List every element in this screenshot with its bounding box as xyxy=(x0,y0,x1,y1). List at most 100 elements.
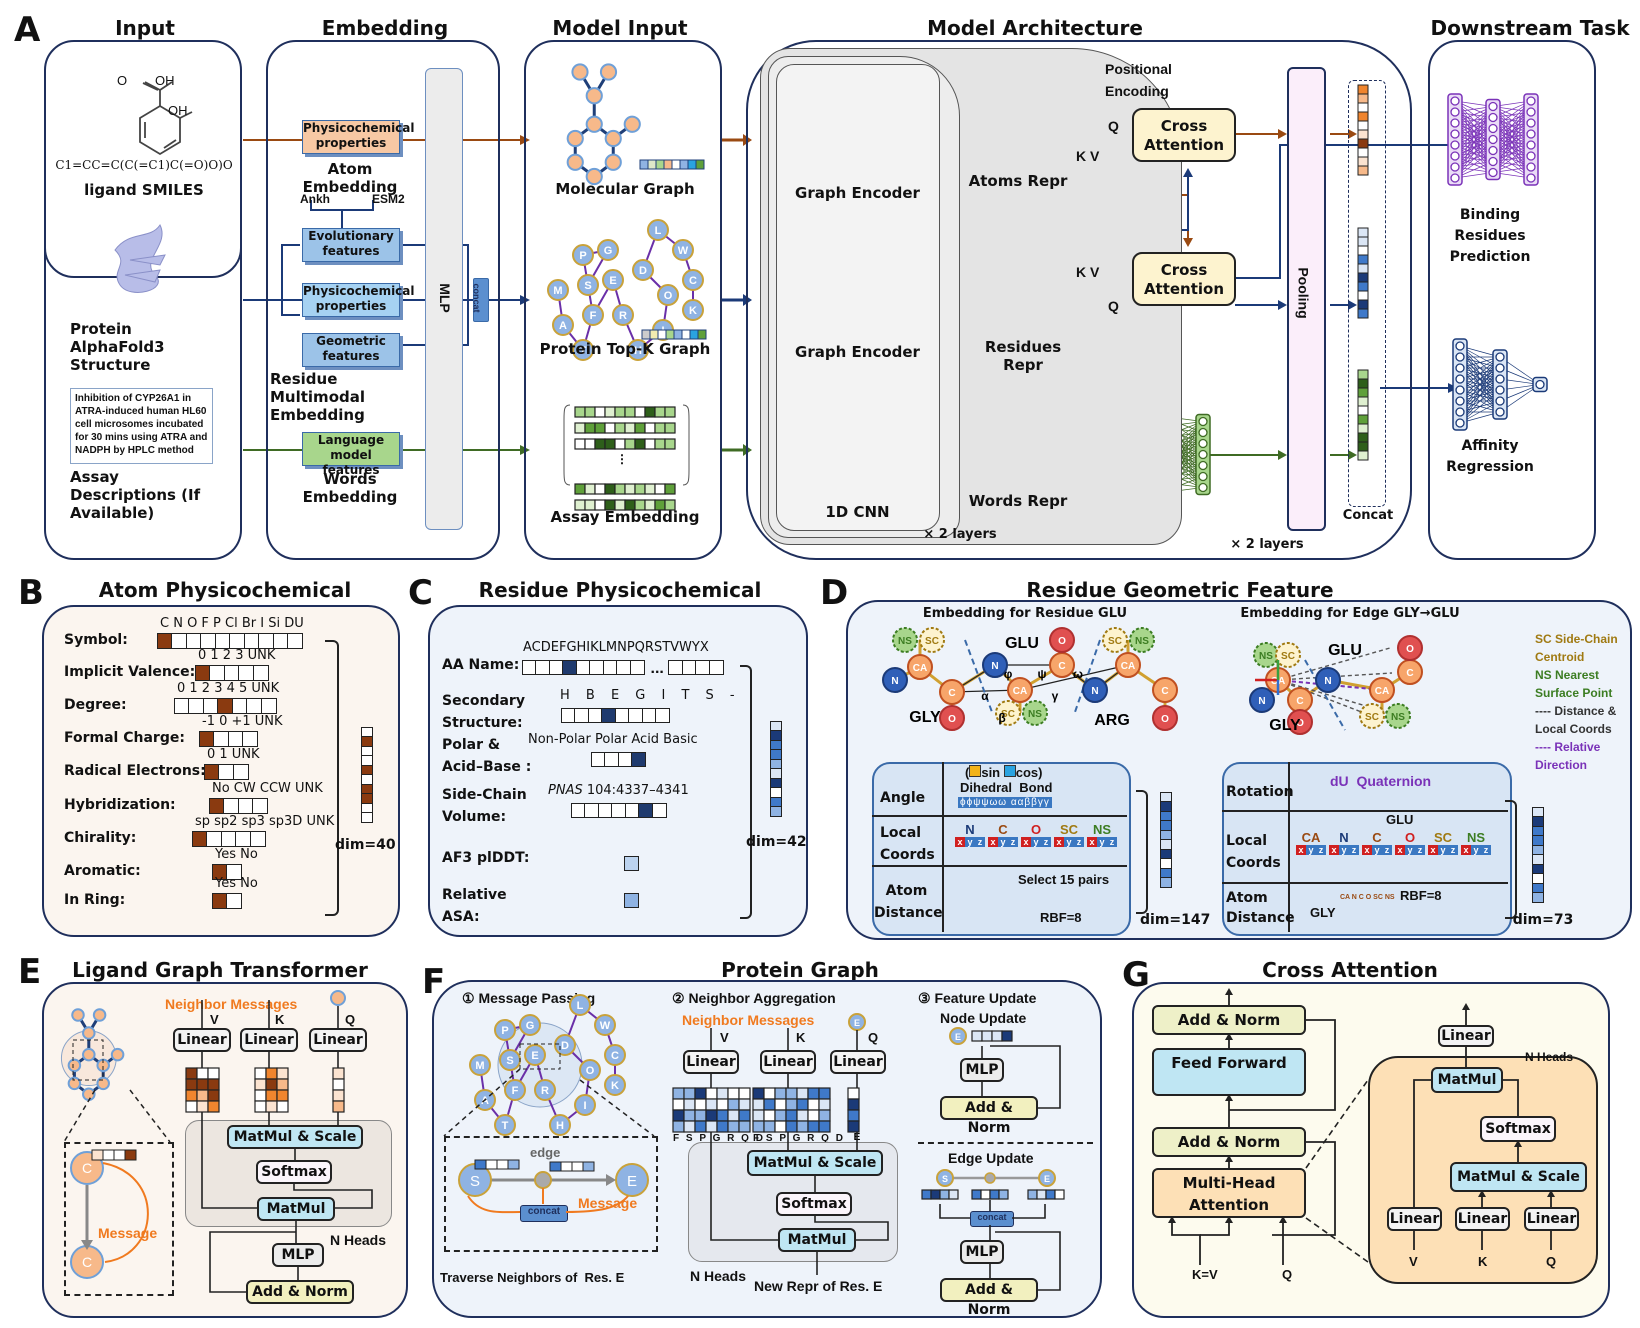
vector-cell xyxy=(1160,877,1172,888)
residue-node xyxy=(672,239,694,261)
edge-geometry-vector xyxy=(1532,806,1544,903)
molecular-graph-label: Molecular Graph xyxy=(555,180,695,198)
residue-letter: S xyxy=(506,1055,513,1067)
kv-label-1: K V xyxy=(1076,148,1100,164)
residue-letter: E xyxy=(1044,1174,1050,1184)
atom-label: C xyxy=(82,1160,92,1176)
cross-attention-protein-block: Cross Attention xyxy=(1132,252,1236,306)
coord-component: y xyxy=(1405,845,1415,855)
neuron xyxy=(1526,107,1536,117)
panel-b-letter: B xyxy=(18,573,44,613)
traverse-label: Traverse Neighbors of Res. E xyxy=(440,1270,625,1285)
one-hot-cell xyxy=(249,831,266,847)
atom-o xyxy=(939,705,965,731)
k-label-e: K xyxy=(275,1012,285,1027)
neuron xyxy=(1198,471,1208,482)
matmul-scale-block-f: MatMul & Scale xyxy=(747,1150,883,1176)
coord-component: y xyxy=(965,837,975,847)
residue-letter: W xyxy=(600,1020,611,1032)
message-feature-cell xyxy=(124,1149,137,1161)
mol-atom-oh2: OH xyxy=(168,103,188,118)
atom-label: NS xyxy=(1391,712,1405,723)
residue-letter: O xyxy=(586,1065,595,1077)
ellipsis: ... xyxy=(650,660,664,677)
flow-line xyxy=(209,1231,296,1293)
residue-geometry-dim-label: dim=147 xyxy=(1140,912,1211,928)
legend-item: NS Nearest Surface Point xyxy=(1535,668,1613,700)
atom-label: O xyxy=(1161,714,1169,725)
atom-o xyxy=(1287,709,1313,735)
atom-label: O xyxy=(1296,718,1304,729)
atom-label: O xyxy=(948,714,956,725)
section-model-arch-title: Model Architecture xyxy=(927,16,1143,40)
flow-line xyxy=(1200,1218,1230,1236)
feature-cell xyxy=(697,329,707,340)
atom-property-label: Implicit Valence: xyxy=(64,664,196,680)
one-hot-cell xyxy=(623,856,639,871)
arrowhead xyxy=(1225,988,1233,995)
atom-node xyxy=(82,1026,96,1040)
neuron xyxy=(1488,101,1498,112)
neuron xyxy=(1455,341,1465,351)
coord-component: y xyxy=(1064,837,1074,847)
flow-line xyxy=(1229,1019,1336,1111)
edge-update-label: Edge Update xyxy=(948,1150,1034,1166)
neuron xyxy=(1535,379,1545,390)
neuron xyxy=(1455,374,1465,384)
edge-feature-cell xyxy=(582,1161,595,1172)
node-e2 xyxy=(1038,1169,1056,1187)
softmax-block-f: Softmax xyxy=(776,1192,852,1216)
one-hot-vector: ... xyxy=(521,660,724,678)
atom-label: SC xyxy=(1365,712,1379,723)
atom-embedding-label: Atom Embedding xyxy=(302,160,398,196)
input-panel-lower xyxy=(44,230,242,560)
table-divider xyxy=(1222,882,1508,884)
coord-component: z xyxy=(1481,845,1491,855)
one-hot-vector xyxy=(590,752,646,767)
one-hot-vector xyxy=(203,764,249,780)
vector-cell xyxy=(1532,892,1544,903)
linear-v-block-g: Linear xyxy=(1387,1207,1442,1231)
matmul-scale-block-e: MatMul & Scale xyxy=(227,1125,363,1149)
neuron xyxy=(1495,352,1505,362)
linear-k-block-g: Linear xyxy=(1455,1207,1510,1231)
residue-letter: S xyxy=(942,1174,948,1184)
residue-property-label: Secondary Structure: xyxy=(442,693,525,731)
distance-line xyxy=(1277,679,1373,717)
feature-cell xyxy=(695,159,705,170)
node-e xyxy=(949,1027,967,1045)
atom-label: N xyxy=(1258,696,1265,707)
angle-symbol: φ xyxy=(1004,667,1013,681)
atom-property-label: Radical Electrons: xyxy=(64,763,206,779)
one-hot-vector xyxy=(208,798,268,814)
coord-component: z xyxy=(1382,845,1392,855)
kv-input-label-g: K=V xyxy=(1192,1267,1218,1282)
atom-property-label: Symbol: xyxy=(64,632,128,648)
node-e-detail xyxy=(615,1163,649,1197)
mol-atom-o: O xyxy=(117,73,128,88)
bracket xyxy=(563,404,571,486)
residue-letter: M xyxy=(475,1060,484,1072)
model-input-panel xyxy=(524,40,722,560)
flow-line xyxy=(201,1112,257,1209)
residue-letter: E xyxy=(531,1050,538,1062)
atom-label: N xyxy=(1091,686,1098,697)
section-embedding-title: Embedding xyxy=(321,16,449,40)
protein-structure-label: Protein AlphaFold3 Structure xyxy=(70,320,165,374)
atom-property-options: 0 1 UNK xyxy=(207,747,260,762)
binding-prediction-label: Binding Residues Prediction xyxy=(1449,207,1531,265)
arrowhead xyxy=(1478,1190,1486,1197)
protein-concat-cell xyxy=(1357,308,1369,319)
residue-letter: F xyxy=(590,310,597,322)
residue-letter: R xyxy=(619,310,627,322)
atom-node xyxy=(566,129,584,148)
atom-ns xyxy=(1385,703,1411,729)
coord-component: x xyxy=(1362,845,1372,855)
neuron xyxy=(1198,416,1208,427)
atom-label: NS xyxy=(1135,636,1149,647)
neuron xyxy=(1526,173,1536,183)
